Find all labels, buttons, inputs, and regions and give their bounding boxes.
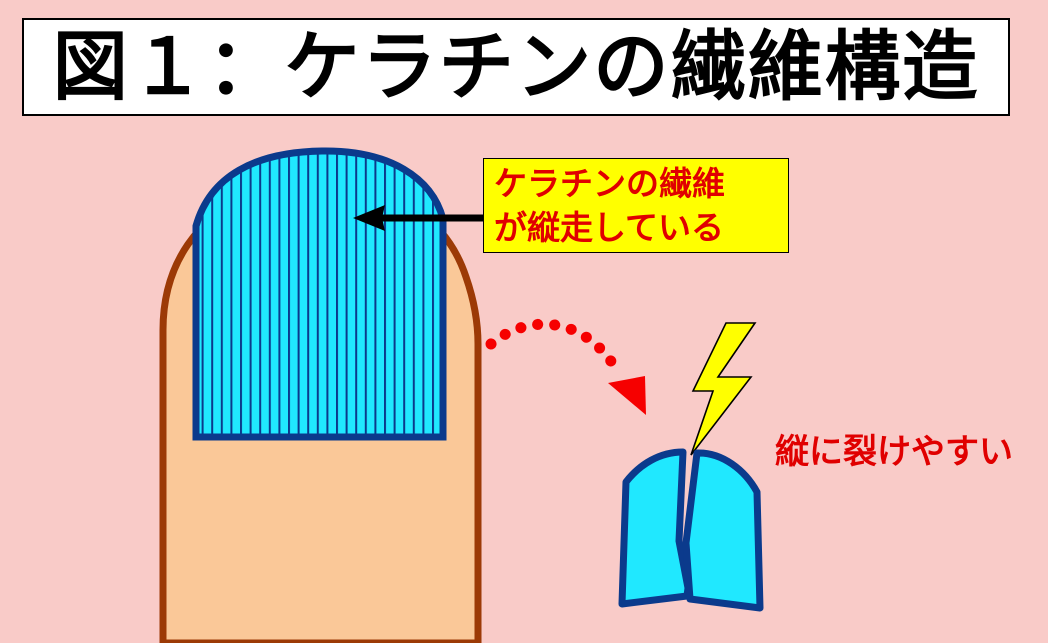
keratin-fiber-stripes: [196, 150, 443, 437]
lightning-bolt-shape: [690, 322, 757, 456]
nail-outline: [192, 147, 447, 441]
page-title: 図１：ケラチンの繊維構造: [52, 22, 980, 111]
callout-pointer: [353, 205, 483, 231]
split-nail-left-half: [618, 448, 692, 608]
split-easily-label: 縦に裂けやすい: [775, 432, 1013, 472]
split-nail-right-half: [682, 449, 764, 612]
dotted-transition-arrow-trail: [485, 318, 624, 378]
split-fingernail: [618, 448, 764, 612]
keratin-callout-line-2: が縦走している: [494, 207, 725, 247]
lightning-bolt: [690, 322, 757, 456]
keratin-callout-box: ケラチンの繊維 が縦走している: [483, 158, 789, 253]
callout-pointer-head: [353, 205, 385, 231]
dotted-transition-arrow-head: [608, 376, 646, 415]
dotted-transition-arrow: [485, 318, 646, 415]
keratin-callout-line-1: ケラチンの繊維: [494, 163, 725, 203]
fingernail-with-keratin-fibers: [192, 147, 447, 441]
figure-title-box: 図１：ケラチンの繊維構造: [22, 18, 1010, 116]
